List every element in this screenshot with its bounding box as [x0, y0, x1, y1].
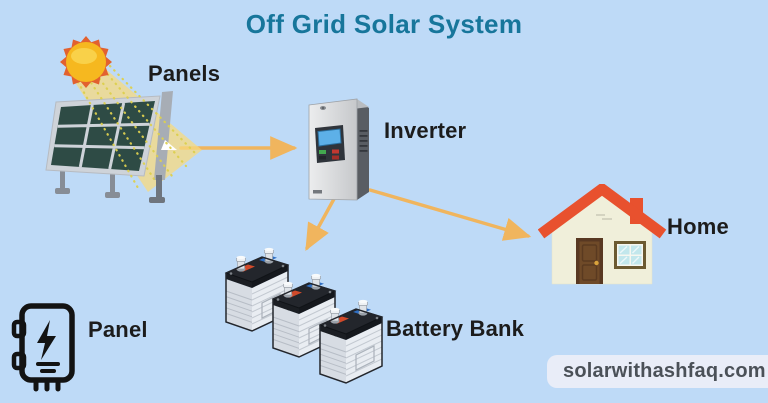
inverter-green-button — [319, 150, 326, 154]
panel-legs — [33, 377, 61, 392]
panels-label: Panels — [148, 61, 221, 86]
battery-bank-icon — [225, 247, 383, 384]
arrow-inverter-to-home — [368, 188, 532, 241]
window — [614, 241, 646, 269]
inverter-control-panel — [315, 125, 345, 163]
solar-panels-icon — [45, 36, 202, 203]
door — [576, 238, 603, 284]
inverter-screen — [317, 128, 342, 147]
panel-label: Panel — [88, 317, 148, 342]
inverter-label: Inverter — [384, 118, 467, 143]
roof — [538, 184, 667, 239]
doorknob — [594, 260, 599, 266]
watermark: solarwithashfaq.com — [547, 355, 768, 388]
home-icon — [538, 184, 667, 285]
inverter-vents — [359, 130, 368, 152]
page-title: Off Grid Solar System — [245, 9, 523, 39]
sun-rays — [76, 64, 198, 190]
sun-icon — [60, 36, 112, 88]
panel-stand — [55, 91, 177, 203]
inverter-icon — [308, 98, 369, 201]
lightning-bolt-icon — [37, 320, 56, 360]
electrical-panel-icon — [11, 303, 75, 392]
home-label: Home — [667, 214, 729, 239]
inverter-red-button — [332, 149, 339, 154]
battery-bank-label: Battery Bank — [386, 316, 525, 341]
